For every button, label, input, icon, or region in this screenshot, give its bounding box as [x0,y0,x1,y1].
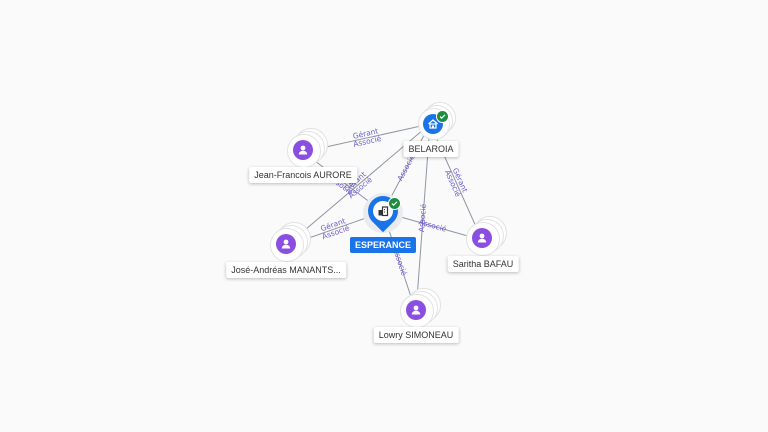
node-lowry-simoneau[interactable] [400,288,441,328]
verified-check-icon [388,197,401,210]
node-belaroia[interactable] [418,102,458,142]
node-label-jean-francois-aurore: Jean-Francois AURORE [249,167,357,183]
node-label-saritha-bafau: Saritha BAFAU [447,256,519,272]
edge-label: Associé [417,203,428,232]
person-icon [276,234,296,254]
node-label-belaroia: BELAROIA [403,141,459,157]
person-icon [406,300,426,320]
node-label-jose-andreas-manantsoa: José-Andréas MANANTS... [226,262,346,278]
node-saritha-bafau[interactable] [466,216,507,256]
node-esperance[interactable] [361,189,408,238]
node-label-esperance: ESPERANCE [349,237,417,253]
node-jean-francois-aurore[interactable] [287,128,328,168]
node-label-lowry-simoneau: Lowry SIMONEAU [373,327,459,343]
node-jose-andreas-manantsoa[interactable] [270,222,311,262]
edge-label: Associé [395,153,416,183]
person-icon [472,228,492,248]
person-icon [293,140,313,160]
verified-check-icon [436,110,449,123]
